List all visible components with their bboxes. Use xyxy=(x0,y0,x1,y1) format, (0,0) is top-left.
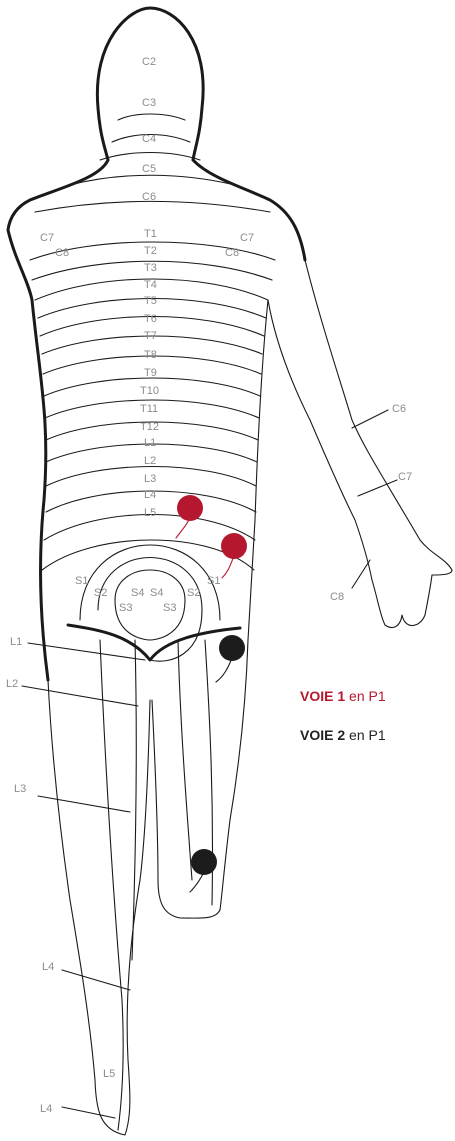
label-t9: T9 xyxy=(144,367,157,379)
label-t3: T3 xyxy=(144,262,157,274)
label-s3-left: S3 xyxy=(119,602,132,614)
label-c6: C6 xyxy=(142,191,156,203)
label-c8-right: C8 xyxy=(225,247,239,259)
label-l2: L2 xyxy=(144,455,156,467)
label-l3-leg: L3 xyxy=(14,783,26,795)
body-outline xyxy=(8,8,452,1135)
legend-voie2: VOIE 2 en P1 xyxy=(300,727,386,743)
label-t6: T6 xyxy=(144,313,157,325)
electrode-voie2-lower xyxy=(191,849,217,875)
label-s1-left: S1 xyxy=(75,575,88,587)
label-t12: T12 xyxy=(140,421,159,433)
label-t10: T10 xyxy=(140,385,159,397)
label-s4-left: S4 xyxy=(131,587,144,599)
legend-voie1: VOIE 1 en P1 xyxy=(300,688,386,704)
label-s2-right: S2 xyxy=(187,587,200,599)
label-c7-left: C7 xyxy=(40,232,54,244)
label-s2-left: S2 xyxy=(94,587,107,599)
label-t1: T1 xyxy=(144,228,157,240)
label-l2-leg: L2 xyxy=(6,678,18,690)
label-l1: L1 xyxy=(144,437,156,449)
label-l5-foot: L5 xyxy=(103,1068,115,1080)
legend-voie2-bold: VOIE 2 xyxy=(300,727,345,743)
label-c3: C3 xyxy=(142,97,156,109)
label-l1-leg: L1 xyxy=(10,636,22,648)
label-s4-right: S4 xyxy=(150,587,163,599)
label-l4-leg: L4 xyxy=(42,961,54,973)
label-c4: C4 xyxy=(142,133,156,145)
legend-voie1-bold: VOIE 1 xyxy=(300,688,345,704)
label-t8: T8 xyxy=(144,349,157,361)
electrode-voie2-upper xyxy=(219,635,245,661)
electrode-voie1-lower xyxy=(221,533,247,559)
electrode-voie1-upper xyxy=(177,495,203,521)
label-t11: T11 xyxy=(140,403,158,415)
leader-lines xyxy=(22,410,397,1118)
label-l4: L4 xyxy=(144,489,156,501)
label-s3-right: S3 xyxy=(163,602,176,614)
label-c7-right: C7 xyxy=(240,232,254,244)
label-t2: T2 xyxy=(144,245,157,257)
label-c8-left: C8 xyxy=(55,247,69,259)
dermatome-labels: C2 C3 C4 C5 C6 C7 C8 C7 C8 T1 T2 T3 T4 T… xyxy=(6,56,412,1115)
label-t4: T4 xyxy=(144,279,157,291)
label-s1-right: S1 xyxy=(207,575,220,587)
label-t7: T7 xyxy=(144,330,157,342)
label-t5: T5 xyxy=(144,295,157,307)
label-l4-foot: L4 xyxy=(40,1103,52,1115)
label-c8-arm: C8 xyxy=(330,591,344,603)
label-c5: C5 xyxy=(142,163,156,175)
label-l3: L3 xyxy=(144,473,156,485)
label-c6-arm: C6 xyxy=(392,403,406,415)
label-c7-arm: C7 xyxy=(398,471,412,483)
legend-voie2-rest: en P1 xyxy=(349,727,386,743)
label-l5: L5 xyxy=(144,507,156,519)
label-c2: C2 xyxy=(142,56,156,68)
legend-voie1-rest: en P1 xyxy=(349,688,386,704)
